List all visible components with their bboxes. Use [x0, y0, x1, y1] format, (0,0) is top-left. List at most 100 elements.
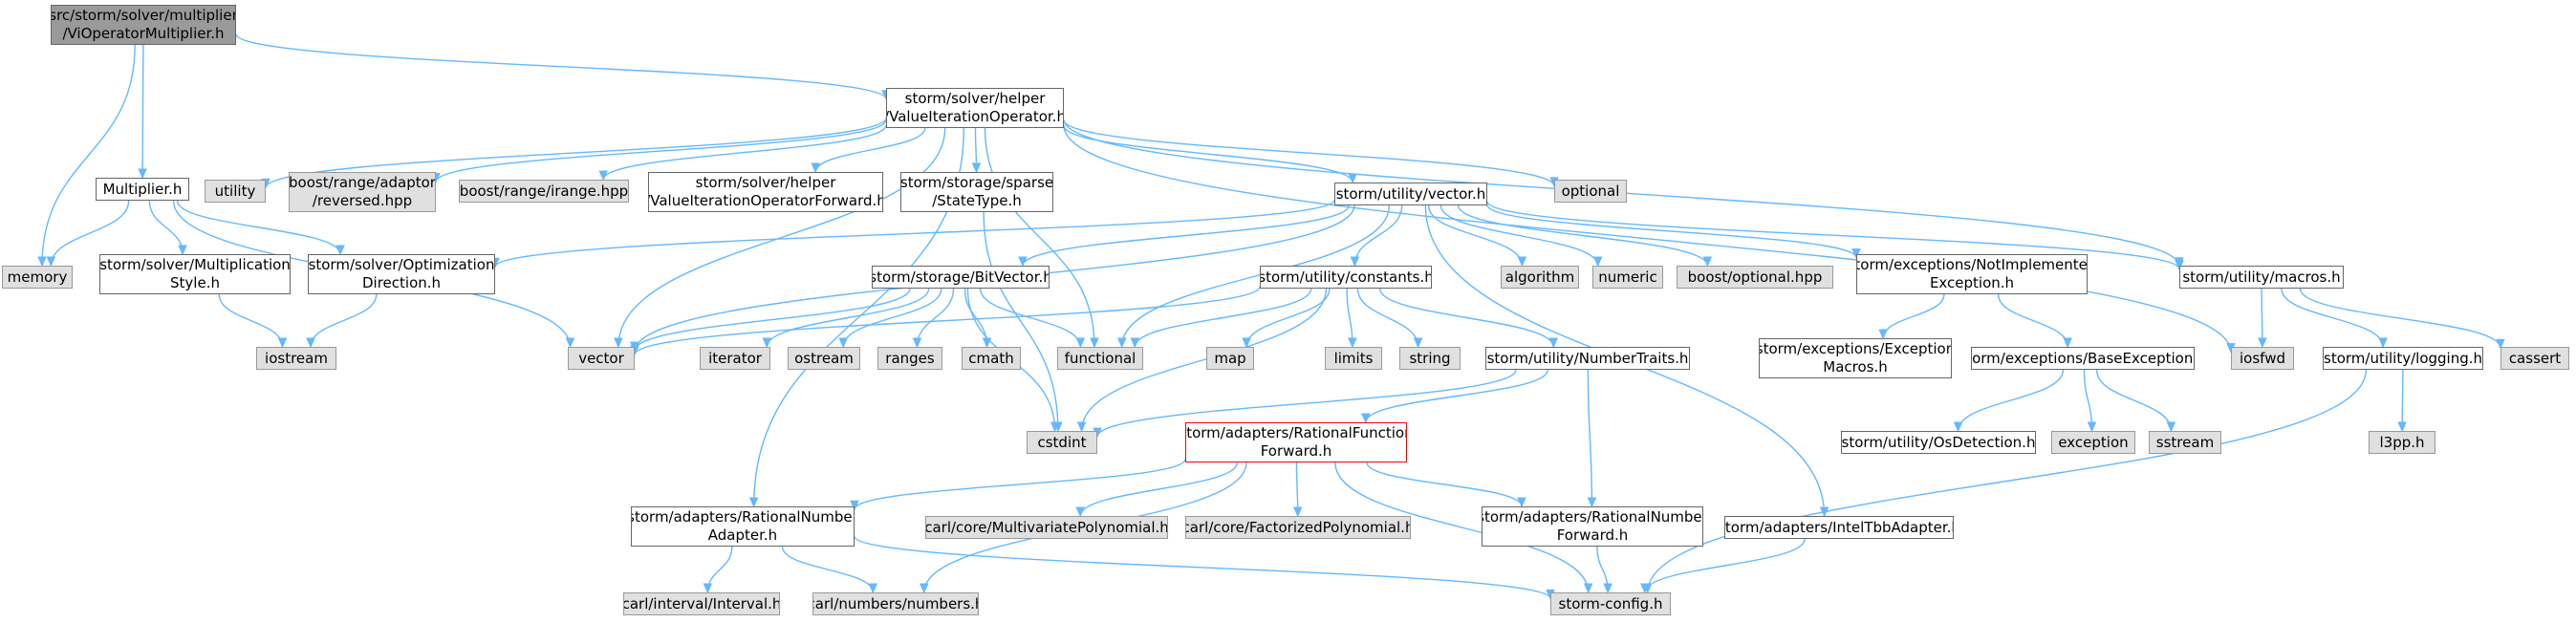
edge-constants-to-vector: [634, 286, 1261, 355]
edge-bitvector-to-iterator: [766, 288, 930, 348]
node-optimizationdirection[interactable]: storm/solver/Optimization Direction.h: [308, 254, 495, 294]
edge-constants-to-numtraits: [1379, 288, 1554, 348]
edge-constants-to-functional: [1134, 288, 1312, 348]
arrowhead-macros-to-iosfwd: [2258, 337, 2267, 349]
node-numbertraits[interactable]: storm/utility/NumberTraits.h: [1485, 347, 1690, 370]
arrowhead-vio-to-irange: [598, 170, 608, 182]
edge-macros-to-logging: [2281, 288, 2384, 348]
node-constants[interactable]: storm/utility/constants.h: [1260, 266, 1432, 289]
edge-multiplier-to-multstyle: [148, 200, 184, 255]
node-storm-config: storm-config.h: [1550, 592, 1671, 615]
arrowhead-vectorh-to-functional: [1116, 337, 1127, 349]
edge-vio-to-vectorh: [1063, 125, 1353, 183]
node-multivariatepolynomial: carl/core/MultivariatePolynomial.h: [925, 516, 1168, 539]
arrowhead-notimpl-to-excmacros: [1878, 329, 1888, 340]
arrowhead-ratfuncfwd-to-ratnumfwd: [1517, 497, 1526, 508]
node-exceptionmacros[interactable]: storm/exceptions/Exception Macros.h: [1759, 338, 1952, 378]
node-rationalnumberforward[interactable]: storm/adapters/RationalNumber Forward.h: [1482, 506, 1703, 547]
edge-vectorh-to-boostopt: [1457, 204, 1709, 267]
arrowhead-multiplier-to-vector: [565, 337, 575, 349]
node-valueiterationoperator[interactable]: storm/solver/helper /ValueIterationOpera…: [886, 88, 1064, 128]
node-rationalfunctionforward[interactable]: storm/adapters/RationalFunction Forward.…: [1185, 422, 1407, 462]
arrowhead-bitvector-to-cstdint: [1050, 421, 1060, 433]
node-sstream: sstream: [2149, 431, 2221, 454]
node-notimplementedexception[interactable]: storm/exceptions/NotImplemented Exceptio…: [1856, 254, 2088, 294]
arrowhead-ratfuncfwd-to-factpoly: [1292, 506, 1303, 518]
arrowhead-multiplier-to-optdir: [336, 245, 345, 256]
arrowhead-bitvector-to-ranges: [912, 337, 922, 349]
edge-vectorh-to-algorithm: [1427, 204, 1524, 267]
arrowhead-ratfuncfwd-to-numbers: [919, 583, 929, 594]
node-statetype[interactable]: storm/storage/sparse /StateType.h: [900, 172, 1053, 212]
edge-root-to-multiplier: [141, 44, 144, 179]
arrowhead-ratnumfwd-to-stormconfig: [1603, 583, 1613, 594]
node-iterator: iterator: [700, 347, 770, 370]
node-boost-optional: boost/optional.hpp: [1677, 266, 1833, 289]
arrowhead-vectorh-to-bitvector: [1018, 256, 1028, 268]
node-multiplicationstyle[interactable]: storm/solver/Multiplication Style.h: [99, 254, 291, 294]
edge-logging-to-stormconfig: [1647, 369, 2367, 593]
arrowhead-vio-to-ratnumadapter: [748, 497, 759, 508]
arrowhead-ratfuncfwd-to-ratnumadapter: [850, 500, 859, 511]
edge-vio-to-iosfwd: [1063, 125, 2232, 353]
edge-vectorh-to-constants: [1353, 204, 1403, 267]
node-utility: utility: [205, 180, 266, 203]
arrowhead-vio-to-statetype: [971, 162, 982, 174]
arrowhead-baseexc-to-sstream: [2166, 421, 2176, 433]
arrowhead-vectorh-to-algorithm: [1517, 256, 1527, 268]
arrowhead-constants-to-limits: [1348, 337, 1357, 349]
arrowhead-multstyle-to-iostream: [277, 337, 288, 349]
node-macros[interactable]: storm/utility/macros.h: [2179, 266, 2344, 289]
edge-macros-to-cassert: [2299, 288, 2501, 349]
node-map: map: [1206, 347, 1254, 370]
node-ranges: ranges: [877, 347, 942, 370]
node-baseexception[interactable]: storm/exceptions/BaseException.h: [1971, 347, 2195, 370]
node-optional: optional: [1554, 180, 1627, 203]
node-cstdint: cstdint: [1027, 431, 1097, 454]
arrowhead-constants-to-map: [1242, 337, 1251, 349]
node-root-vioperatormultiplier[interactable]: src/storm/solver/multiplier /ViOperatorM…: [51, 5, 236, 45]
arrowhead-root-to-multiplier: [138, 168, 147, 180]
edge-bitvector-to-vector: [634, 288, 911, 352]
node-inteltbbadapter[interactable]: storm/adapters/IntelTbbAdapter.h: [1724, 516, 1954, 539]
edge-ratnumadapter-to-interval: [706, 546, 733, 593]
dependency-edges: [37, 33, 2505, 600]
edge-ratfuncfwd-to-ratnumfwd: [1366, 462, 1523, 507]
edge-numtraits-to-ratnumfwd: [1587, 369, 1593, 507]
node-logging[interactable]: storm/utility/logging.h: [2323, 347, 2483, 370]
node-limits: limits: [1325, 347, 1382, 370]
arrowhead-vio-to-viofwd: [811, 162, 821, 174]
node-multiplier[interactable]: Multiplier.h: [96, 178, 189, 201]
edge-statetype-to-cstdint: [983, 211, 1059, 432]
arrowhead-numtraits-to-ratfuncfwd: [1361, 413, 1371, 424]
arrowhead-macros-to-logging: [2378, 337, 2388, 349]
node-cmath: cmath: [962, 347, 1021, 370]
edge-ratfuncfwd-to-multipoly: [1079, 462, 1239, 517]
arrowhead-ratnumadapter-to-interval: [703, 583, 713, 594]
edge-vio-to-vector: [617, 127, 946, 348]
edge-multstyle-to-iostream: [218, 293, 284, 348]
edge-vectorh-to-numeric: [1440, 204, 1599, 267]
node-valueiterationoperatorforward[interactable]: storm/solver/helper /ValueIterationOpera…: [648, 172, 883, 212]
arrowhead-ratfuncfwd-to-multipoly: [1075, 506, 1085, 518]
arrowhead-multiplier-to-multstyle: [178, 245, 187, 256]
node-utility-vector[interactable]: storm/utility/vector.h: [1334, 183, 1487, 205]
node-osdetection[interactable]: storm/utility/OsDetection.h: [1841, 431, 2036, 454]
edge-vectorh-to-functional: [1120, 204, 1391, 348]
arrowhead-numtraits-to-ratnumfwd: [1587, 497, 1597, 508]
edge-baseexc-to-exception: [2083, 369, 2093, 432]
node-ostream: ostream: [788, 347, 860, 370]
arrowhead-multiplier-to-memory: [46, 256, 56, 268]
edge-logging-to-l3pp: [2401, 369, 2404, 432]
arrowhead-baseexc-to-osdetect: [1953, 421, 1963, 433]
node-boost-irange: boost/range/irange.hpp: [459, 180, 629, 203]
edge-baseexc-to-osdetect: [1957, 369, 2065, 432]
node-l3pp: l3pp.h: [2369, 431, 2435, 454]
node-boost-reversed: boost/range/adaptor /reversed.hpp: [289, 172, 436, 212]
node-vector: vector: [568, 347, 635, 370]
arrowhead-constants-to-functional: [1130, 337, 1140, 349]
node-bitvector[interactable]: storm/storage/BitVector.h: [872, 266, 1050, 289]
node-exception: exception: [2051, 431, 2135, 454]
node-rationalnumberadapter[interactable]: storm/adapters/RationalNumber Adapter.h: [631, 506, 855, 547]
